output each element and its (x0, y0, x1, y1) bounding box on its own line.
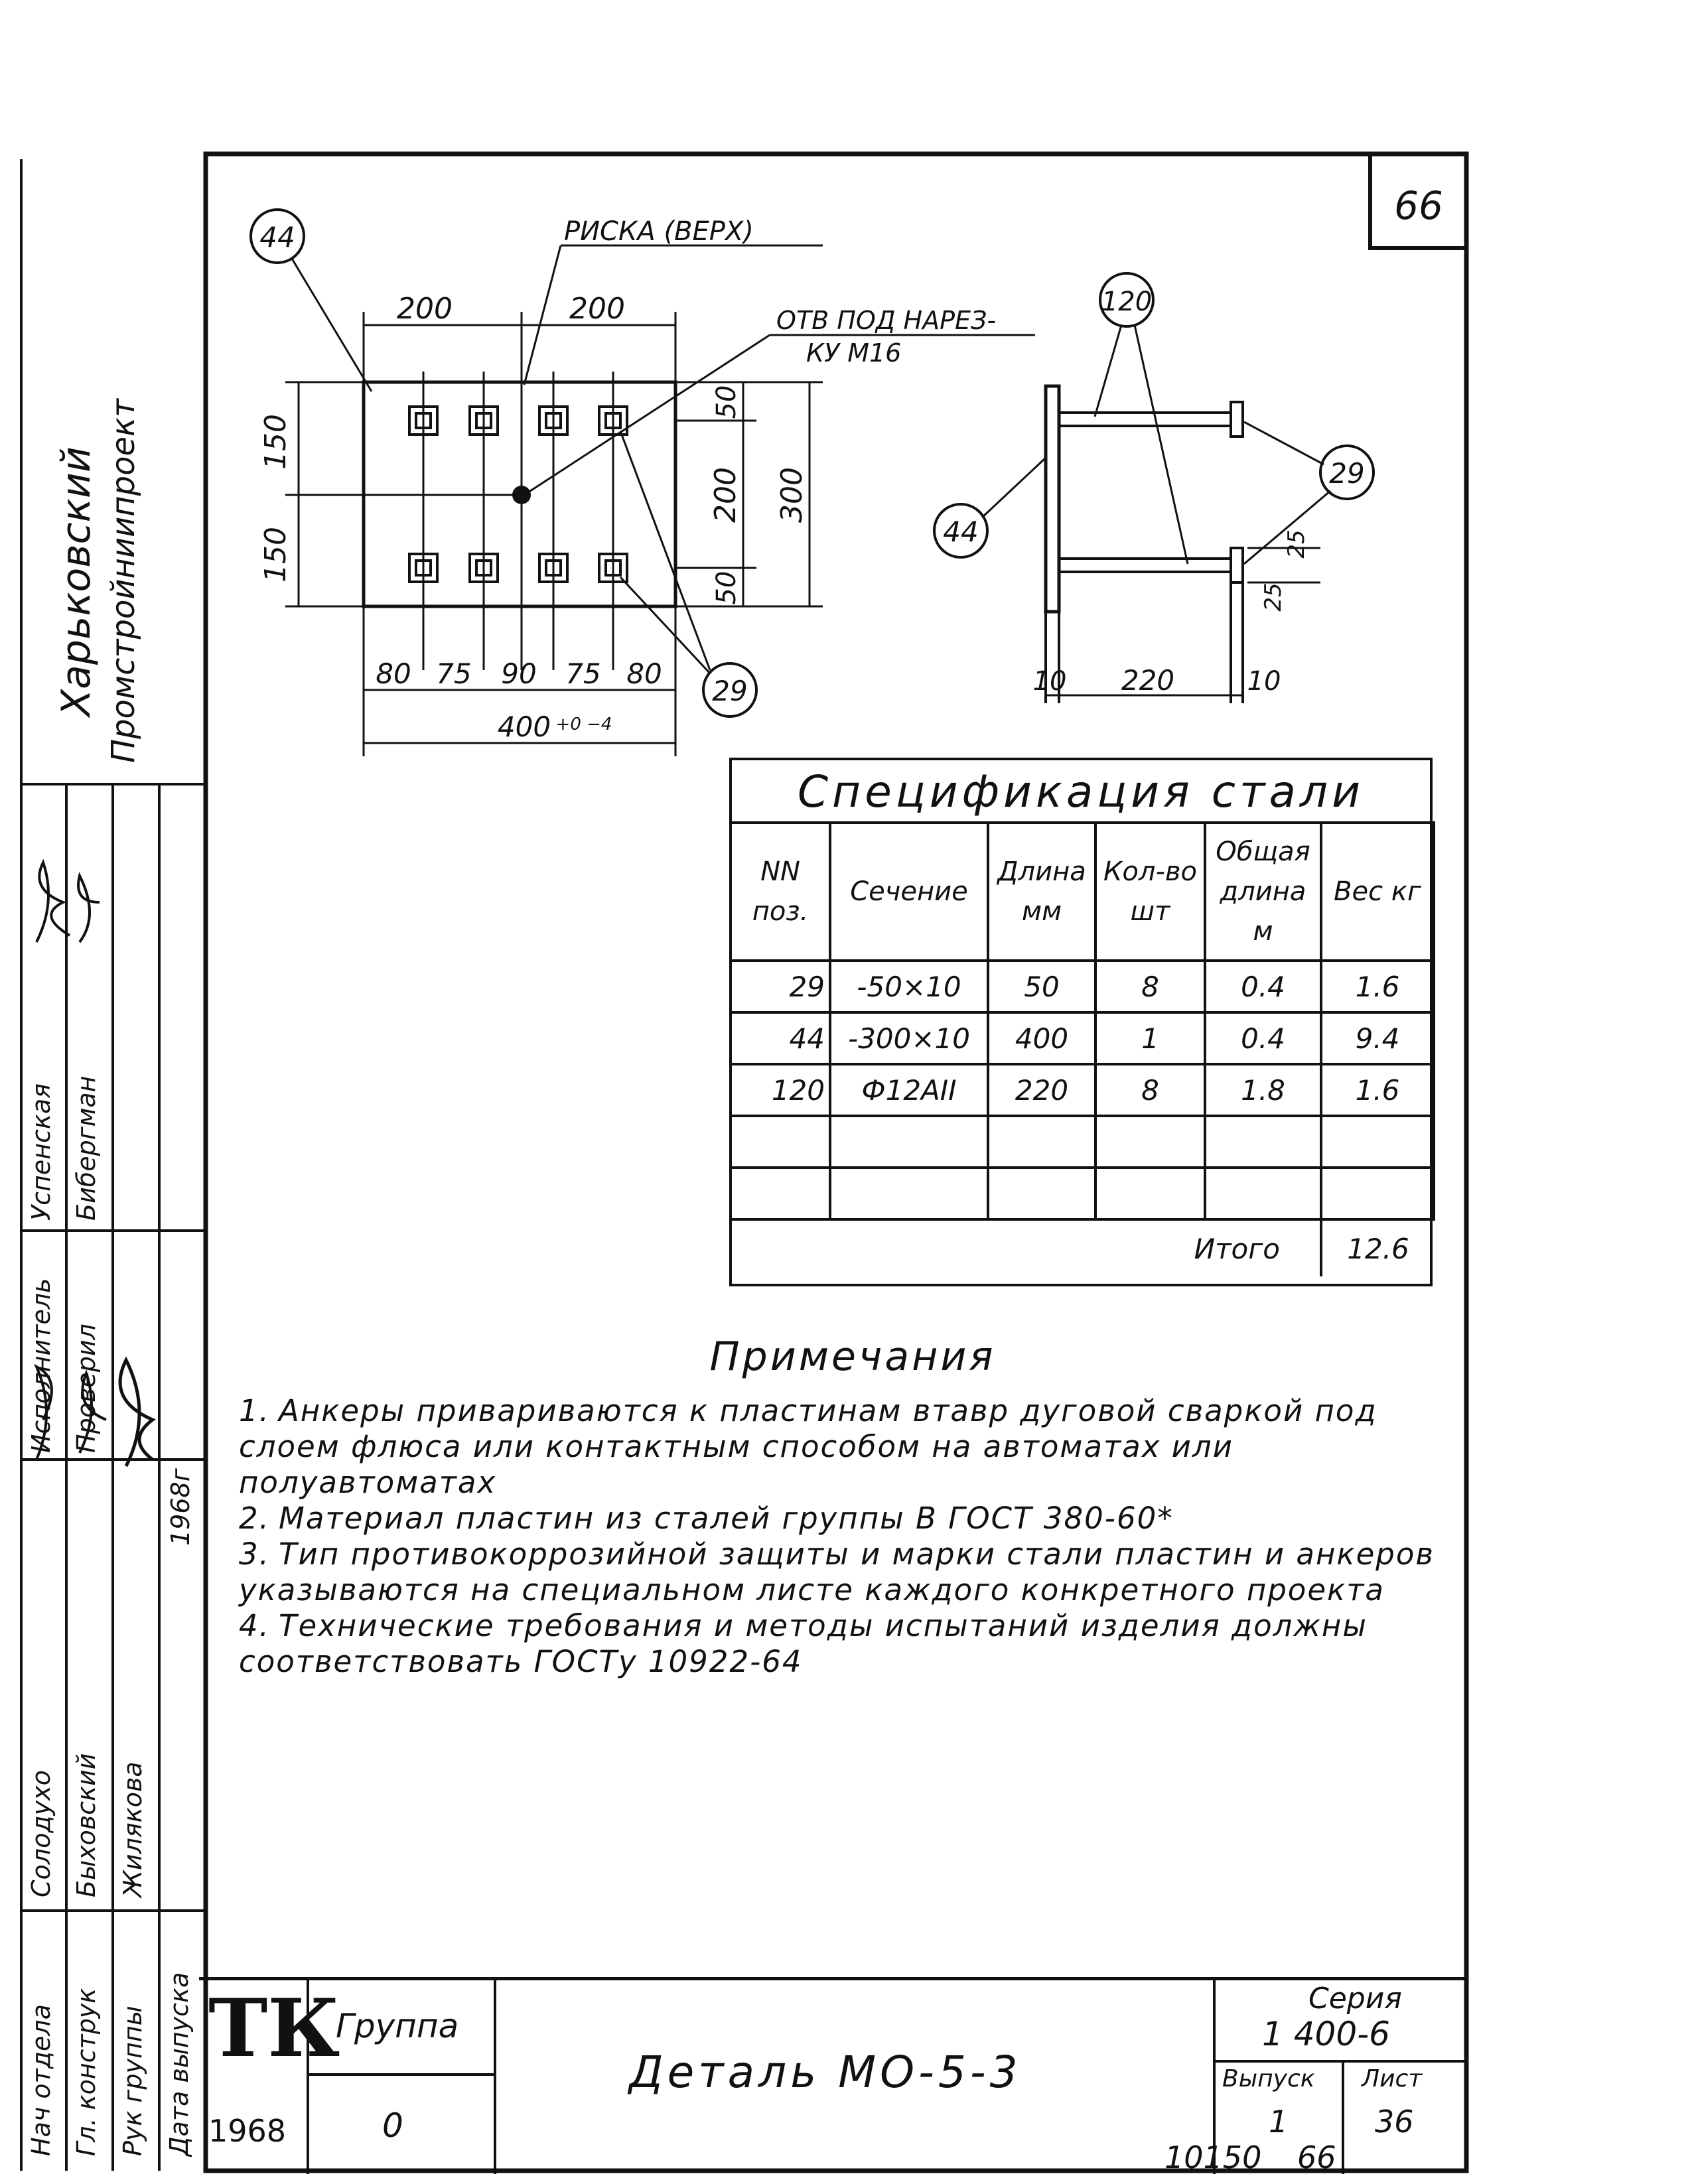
spec-header: Общая длина м (1204, 821, 1322, 962)
dim-bottom-5: 80 (626, 657, 662, 690)
tb-group-value: 0 (382, 2106, 403, 2145)
dim-bottom-4: 75 (565, 657, 600, 690)
spec-header: Вес кг (1320, 821, 1435, 962)
label-hole-line2: КУ М16 (806, 338, 901, 368)
spec-total-value: 12.6 (1320, 1218, 1434, 1276)
sheet-frame (203, 151, 1469, 2173)
spec-qty: 8 (1094, 1063, 1206, 1117)
dim-right-bottom: 50 (711, 571, 742, 605)
label-riska: РИСКА (ВЕРХ) (564, 216, 754, 247)
tb-group-cell: Группа 0 (309, 1980, 496, 2174)
spec-title: Спецификация стали (797, 766, 1365, 817)
spec-header: Длина мм (987, 821, 1097, 962)
side-stamp-grid (21, 783, 206, 2171)
spec-header: NN поз. (729, 821, 831, 962)
spec-pos: 44 (729, 1011, 831, 1065)
spec-total-length: 0.4 (1204, 959, 1322, 1014)
section-view: 10 220 10 25 25 120 29 44 (933, 272, 1375, 703)
table-row: 29 -50×10 50 8 0.4 1.6 (729, 959, 1435, 1014)
section-dim-right: 10 (1247, 666, 1281, 697)
dim-tolerance: +0 −4 (556, 715, 612, 734)
note-item: 3.Тип противокоррозийной защиты и марки … (239, 1536, 1435, 1607)
spec-length: 400 (987, 1011, 1097, 1065)
side-stamp: Харьковский Промстройниипроект Нач отдел… (0, 0, 199, 2184)
dim-bottom-3: 90 (501, 657, 536, 690)
notes-title: Примечания (709, 1333, 996, 1380)
spec-pos: 29 (729, 959, 831, 1014)
spec-qty: 1 (1094, 1011, 1206, 1065)
callout-29-section: 29 (1329, 457, 1364, 490)
tb-series-value: 1 400-6 (1262, 2015, 1390, 2053)
spec-length: 50 (987, 959, 1097, 1014)
dim-left-bottom: 150 (259, 527, 293, 582)
spec-weight: 1.6 (1320, 1063, 1435, 1117)
spec-header-row: NN поз. Сечение Длина мм Кол-во шт Общая… (729, 821, 1435, 962)
tb-group-label: Группа (336, 2007, 459, 2045)
section-dim-mid: 220 (1121, 664, 1174, 697)
sheet-number: 66 (1394, 183, 1443, 228)
dim-right-total: 300 (775, 467, 809, 523)
section-dim-left: 10 (1033, 666, 1067, 697)
notes: Примечания 1.Анкеры привариваются к плас… (239, 1333, 1466, 1680)
tb-sheet-label: Лист (1362, 2065, 1423, 2092)
spec-header: Кол-во шт (1094, 821, 1206, 962)
dim-bottom-2: 75 (436, 657, 471, 690)
signatures (34, 858, 156, 1467)
steel-spec-table: Спецификация стали NN поз. Сечение Длина… (729, 758, 1435, 1286)
tb-issue-label: Выпуск (1222, 2065, 1315, 2092)
callout-29-plan: 29 (712, 675, 747, 707)
spec-section: -50×10 (829, 959, 989, 1014)
title-block: ТК 1968 Группа 0 Деталь МО-5-3 Серия 1 4… (199, 1977, 1466, 2174)
tb-year: 1968 (208, 2113, 287, 2149)
spec-total-label: Итого (731, 1218, 1322, 1276)
tb-sheet-value: 36 (1375, 2104, 1414, 2140)
callout-44-plan: 44 (259, 221, 295, 253)
dim-top-right: 200 (569, 292, 625, 326)
section-dim-plate-a: 25 (1283, 529, 1310, 558)
table-row-empty (729, 1115, 1435, 1169)
tb-logo-cell: ТК 1968 (199, 1980, 340, 2174)
spec-qty: 8 (1094, 959, 1206, 1014)
table-row: 44 -300×10 400 1 0.4 9.4 (729, 1011, 1435, 1065)
bottom-sheet: 66 (1297, 2140, 1336, 2175)
plan-view: 200 200 150 150 50 200 50 300 80 75 90 7… (249, 208, 1035, 756)
sheet-number-box (1368, 152, 1468, 250)
spec-header: Сечение (829, 821, 989, 962)
spec-weight: 1.6 (1320, 959, 1435, 1014)
dim-left-top: 150 (259, 414, 293, 470)
note-item: 2.Материал пластин из сталей группы В ГО… (239, 1501, 1174, 1536)
note-item: 4.Технические требования и методы испыта… (239, 1608, 1368, 1679)
spec-section: Ф12АII (829, 1063, 989, 1117)
dim-right-mid: 200 (709, 467, 742, 523)
spec-total-row: Итого 12.6 (731, 1218, 1434, 1276)
section-dim-plate-b: 25 (1260, 582, 1287, 611)
tb-issue-value: 1 (1269, 2104, 1289, 2140)
dim-top-left: 200 (397, 292, 453, 326)
dim-bottom-total: 400 (498, 711, 551, 743)
label-hole-line1: ОТВ ПОД НАРЕЗ- (776, 306, 996, 335)
tb-series-label: Серия (1308, 1982, 1402, 2015)
dim-right-top: 50 (711, 385, 742, 419)
spec-total-length: 0.4 (1204, 1011, 1322, 1065)
note-item: 1.Анкеры привариваются к пластинам втавр… (239, 1393, 1377, 1500)
tb-series-cell: Серия 1 400-6 Выпуск 1 Лист 36 (1216, 1980, 1466, 2174)
callout-120: 120 (1101, 287, 1152, 317)
spec-grid: NN поз. Сечение Длина мм Кол-во шт Общая… (729, 821, 1435, 1276)
table-row-empty (729, 1166, 1435, 1221)
spec-pos: 120 (729, 1063, 831, 1117)
dim-bottom-1: 80 (376, 657, 411, 690)
tb-title: Деталь МО-5-3 (629, 2047, 1022, 2098)
spec-length: 220 (987, 1063, 1097, 1117)
spec-total-length: 1.8 (1204, 1063, 1322, 1117)
spec-section: -300×10 (829, 1011, 989, 1065)
bottom-code: 10150 (1164, 2140, 1262, 2175)
tb-logo: ТК (208, 1982, 340, 2075)
spec-weight: 9.4 (1320, 1011, 1435, 1065)
tb-title-cell: Деталь МО-5-3 (496, 1980, 1216, 2174)
table-row: 120 Ф12АII 220 8 1.8 1.6 (729, 1063, 1435, 1117)
callout-44-section: 44 (943, 515, 978, 548)
